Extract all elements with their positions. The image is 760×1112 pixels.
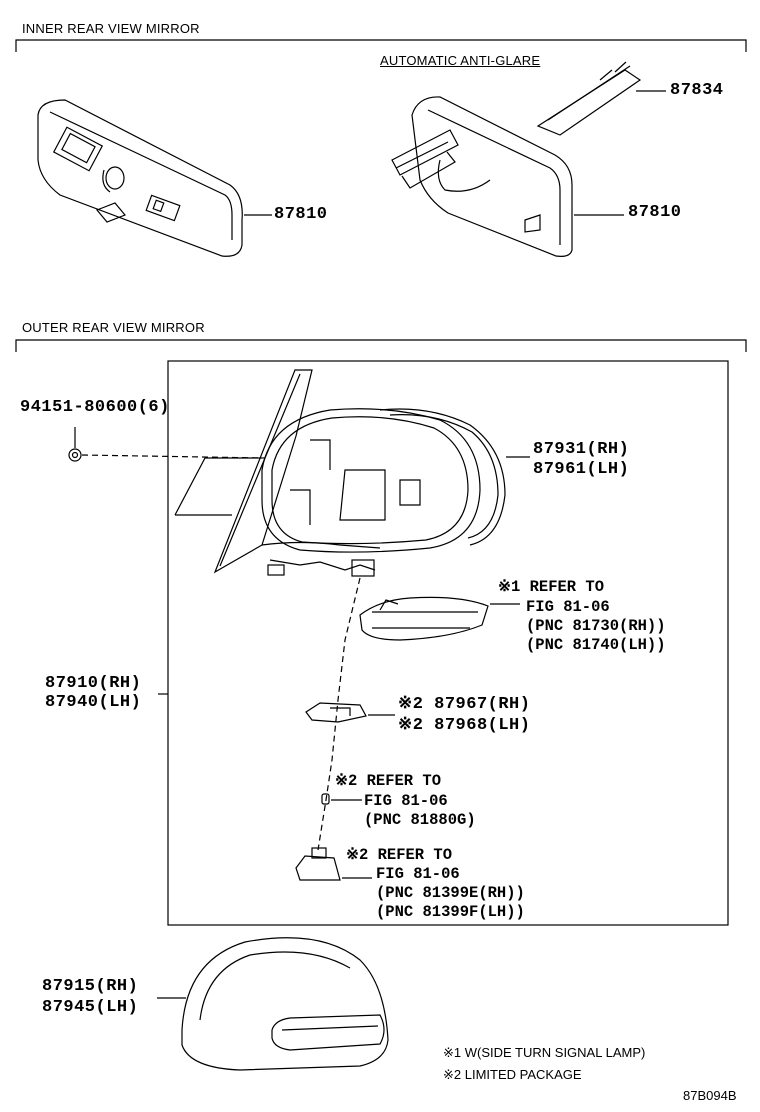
bulb-note-line3: (PNC 81880G) — [364, 811, 476, 829]
outer-section-rule — [15, 339, 747, 352]
part-lamp-rh: ※2 87967(RH) — [398, 695, 531, 714]
part-87810-auto: 87810 — [628, 203, 682, 222]
bulb-note-line1: ※2 REFER TO — [335, 772, 442, 790]
assembly-dashed-line — [317, 577, 361, 851]
part-screw: 94151-80600(6) — [20, 398, 170, 417]
bulb-note-line2: FIG 81-06 — [364, 792, 448, 810]
part-assy-rh: 87910(RH) — [45, 674, 142, 693]
part-cover-rh: 87915(RH) — [42, 977, 139, 996]
side-lamp-drawing — [305, 702, 395, 723]
part-glass-rh: 87931(RH) — [533, 440, 630, 459]
inner-section-rule — [15, 39, 747, 52]
inner-section-title: INNER REAR VIEW MIRROR — [22, 21, 200, 36]
part-lamp-lh: ※2 87968(LH) — [398, 716, 531, 735]
turn-note-line2: FIG 81-06 — [526, 598, 610, 616]
turn-note-line1: ※1 REFER TO — [498, 578, 605, 596]
footnote-2: ※2 LIMITED PACKAGE — [443, 1067, 582, 1082]
socket-note-line3: (PNC 81399E(RH)) — [376, 884, 525, 902]
auto-anti-glare-label: AUTOMATIC ANTI-GLARE — [380, 53, 541, 68]
footnote-1: ※1 W(SIDE TURN SIGNAL LAMP) — [443, 1045, 646, 1060]
outer-section-title: OUTER REAR VIEW MIRROR — [22, 320, 205, 335]
part-glass-lh: 87961(LH) — [533, 460, 630, 479]
screw-drawing — [68, 427, 266, 462]
inner-mirror-standard-drawing — [37, 99, 272, 257]
bulb-drawing — [321, 793, 362, 805]
turn-note-line4: (PNC 81740(LH)) — [526, 636, 666, 654]
turn-signal-lamp-drawing — [359, 596, 520, 641]
part-assy-lh: 87940(LH) — [45, 693, 142, 712]
socket-note-line1: ※2 REFER TO — [346, 846, 453, 864]
turn-note-line3: (PNC 81730(RH)) — [526, 617, 666, 635]
part-87834: 87834 — [670, 81, 724, 100]
part-87810-standard: 87810 — [274, 205, 328, 224]
outer-mirror-base-drawing — [174, 369, 381, 577]
outer-mirror-box — [167, 360, 729, 926]
inner-mirror-auto-drawing — [391, 61, 666, 257]
outer-mirror-glass-drawing — [261, 408, 530, 553]
socket-note-line2: FIG 81-06 — [376, 865, 460, 883]
part-cover-lh: 87945(LH) — [42, 998, 139, 1017]
mirror-cover-drawing — [157, 937, 389, 1071]
socket-note-line4: (PNC 81399F(LH)) — [376, 903, 525, 921]
socket-drawing — [295, 847, 372, 881]
figure-code: 87B094B — [683, 1088, 737, 1103]
